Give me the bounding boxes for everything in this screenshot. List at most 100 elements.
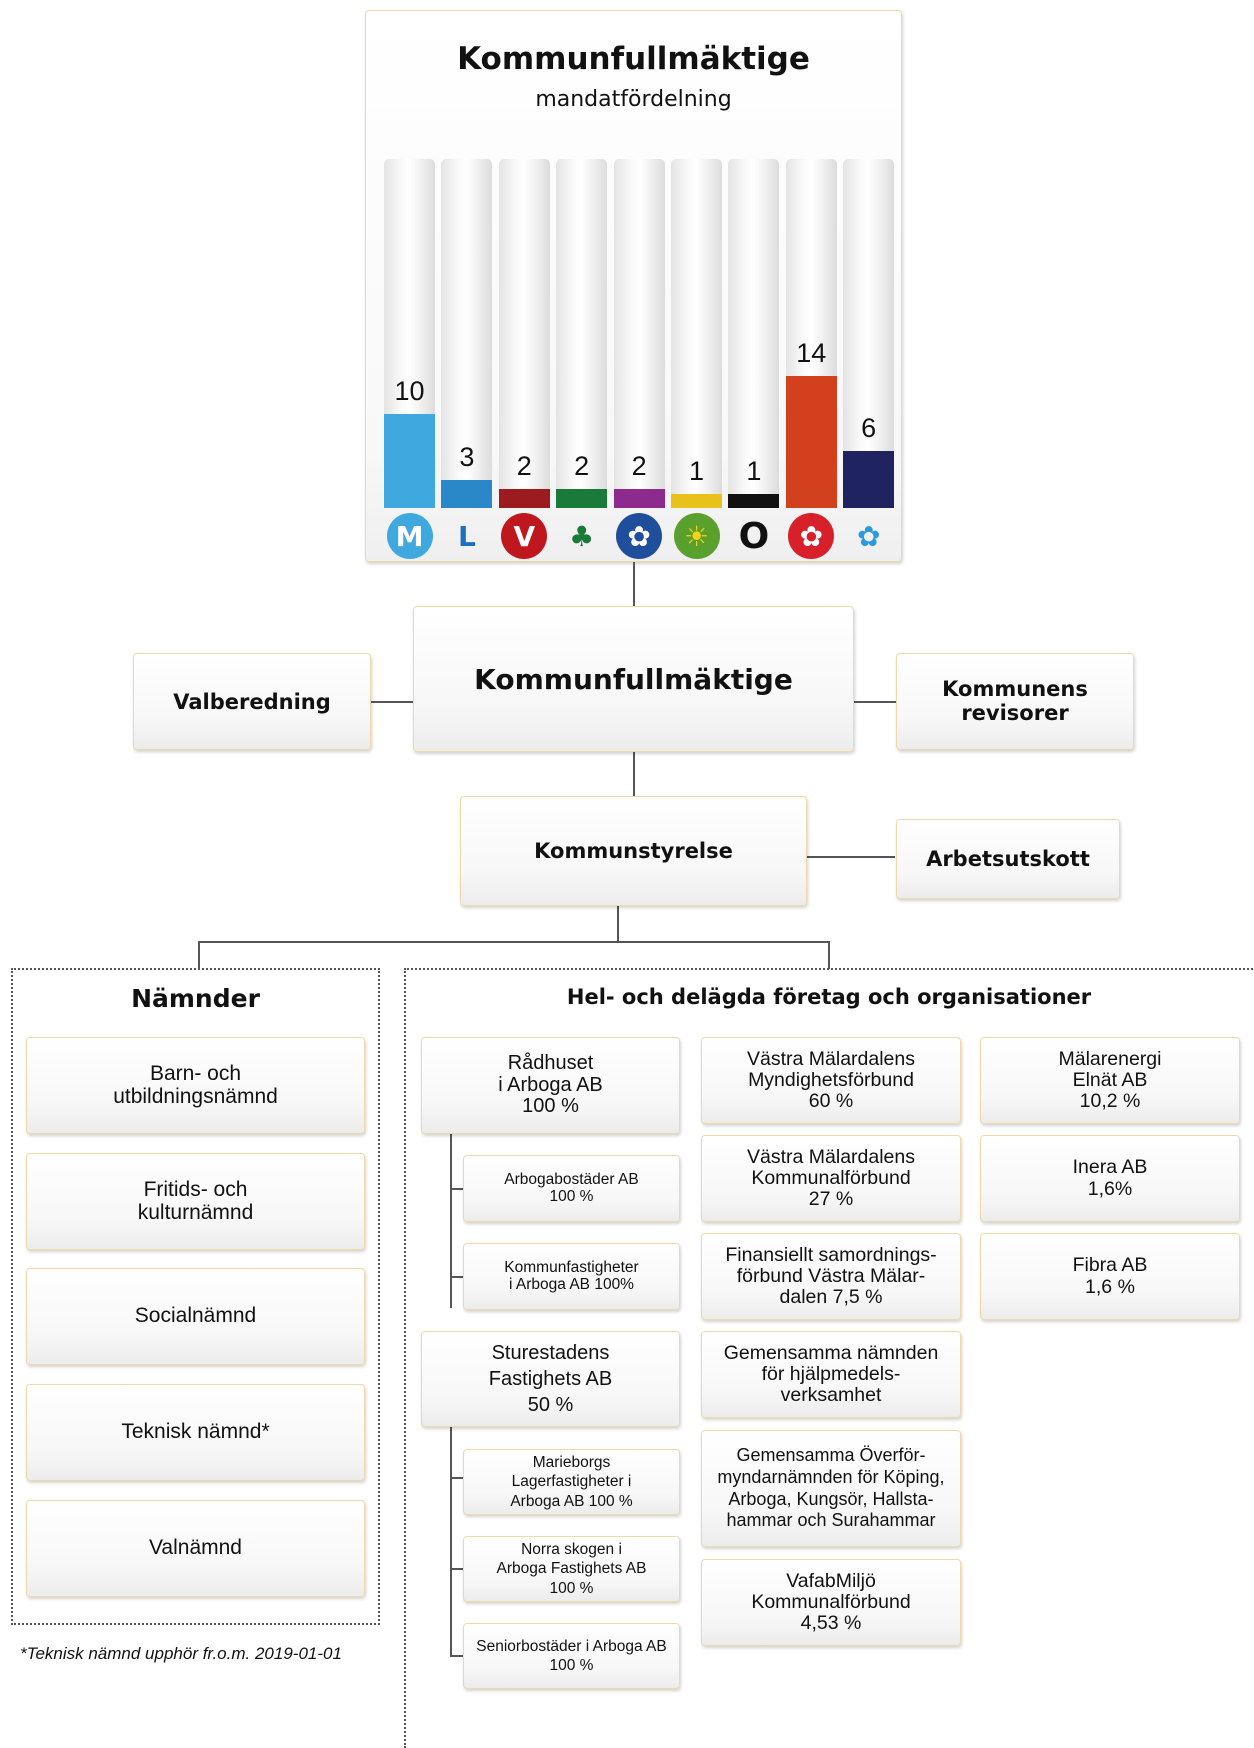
bar-track <box>785 159 837 508</box>
company-label: Gemensamma nämnden för hjälpmedels- verk… <box>723 1341 939 1407</box>
tree-line <box>450 1655 464 1657</box>
org-box[interactable]: Fibra AB 1,6 % <box>980 1233 1240 1320</box>
company-label: Gemensamma Överför- myndarnämnden för Kö… <box>717 1445 945 1531</box>
org-box[interactable]: Gemensamma nämnden för hjälpmedels- verk… <box>701 1331 961 1418</box>
bar <box>728 494 780 508</box>
connector-line <box>371 701 413 703</box>
revisorer-box[interactable]: Kommunens revisorer <box>896 653 1134 750</box>
namnd-label: Fritids- och kulturnämnd <box>137 1177 254 1224</box>
vansterpartiet-icon: V <box>501 513 548 559</box>
miljopartiet-icon: ☀ <box>673 513 720 559</box>
namnd-item[interactable]: Barn- och utbildningsnämnd <box>26 1037 365 1134</box>
connector-line <box>633 752 635 796</box>
bar-value-label: 2 <box>516 451 532 482</box>
tree-line <box>450 1134 452 1308</box>
bar <box>441 479 493 508</box>
bar-value-label: 2 <box>631 451 647 482</box>
marieborgs-box[interactable]: Marieborgs Lagerfastigheter i Arboga AB … <box>463 1449 680 1515</box>
sverigedemokraterna-icon: ✿ <box>856 519 881 553</box>
org-box[interactable]: Inera AB 1,6% <box>980 1135 1240 1222</box>
bar-value-label: 10 <box>394 375 425 406</box>
kommunstyrelse-label: Kommunstyrelse <box>534 839 733 863</box>
org-box[interactable]: Finansiellt samordnings- förbund Västra … <box>701 1233 961 1320</box>
tree-line <box>450 1477 464 1479</box>
connector-line <box>853 701 897 703</box>
radhuset-box[interactable]: Rådhuset i Arboga AB 100 % <box>421 1037 680 1134</box>
sturestadens-box[interactable]: Sturestadens Fastighets AB 50 % <box>421 1331 680 1427</box>
bar-value-label: 1 <box>746 456 762 486</box>
foretag-group <box>404 968 1254 1748</box>
norra-skogen-box[interactable]: Norra skogen i Arboga Fastighets AB 100 … <box>463 1536 680 1602</box>
company-label: Mälarenergi Elnät AB 10,2 % <box>1058 1047 1162 1113</box>
bar <box>613 489 665 508</box>
company-label: Sturestadens Fastighets AB 50 % <box>488 1342 613 1416</box>
chart-subtitle: mandatfördelning <box>535 87 732 112</box>
tree-line <box>450 1427 452 1657</box>
bar <box>384 413 435 508</box>
bar-track <box>671 159 722 508</box>
org-box[interactable]: Mälarenergi Elnät AB 10,2 % <box>980 1037 1240 1124</box>
namnd-item[interactable]: Socialnämnd <box>26 1268 365 1365</box>
kommunfastigheter-box[interactable]: Kommunfastigheter i Arboga AB 100% <box>463 1243 680 1310</box>
company-label: Västra Mälardalens Myndighetsförbund 60 … <box>747 1047 915 1113</box>
bar-track <box>728 159 780 508</box>
namnd-item[interactable]: Fritids- och kulturnämnd <box>26 1153 365 1250</box>
connector-line <box>617 905 619 941</box>
bar <box>843 451 895 508</box>
liberalerna-icon: L <box>457 519 476 553</box>
foretag-heading: Hel- och delägda företag och organisatio… <box>566 985 1092 1009</box>
kommunfullmaktige-box[interactable]: Kommunfullmäktige <box>413 606 854 752</box>
valberedning-box[interactable]: Valberedning <box>133 653 371 750</box>
kommunfullmaktige-label: Kommunfullmäktige <box>474 662 793 696</box>
arbetsutskott-label: Arbetsutskott <box>926 847 1090 871</box>
org-box[interactable]: Västra Mälardalens Myndighetsförbund 60 … <box>701 1037 961 1124</box>
namnd-label: Socialnämnd <box>134 1304 257 1328</box>
bar-track <box>556 159 608 508</box>
revisorer-label: Kommunens revisorer <box>942 677 1088 725</box>
socialdemokraterna-icon: ✿ <box>788 513 835 559</box>
arbogapartiet-icon: O <box>738 515 770 557</box>
org-box[interactable]: Gemensamma Överför- myndarnämnden för Kö… <box>701 1430 961 1547</box>
bar-value-label: 2 <box>574 451 590 482</box>
company-label: Västra Mälardalens Kommunalförbund 27 % <box>747 1145 915 1211</box>
connector-line <box>828 941 830 969</box>
bar-value-label: 14 <box>796 337 827 368</box>
namnder-heading: Nämnder <box>131 984 260 1013</box>
connector-line <box>633 562 635 607</box>
bar <box>671 494 722 508</box>
bar-track <box>441 159 493 508</box>
centerpartiet-icon: ♣ <box>569 519 595 553</box>
company-label: Inera AB 1,6% <box>1072 1156 1148 1200</box>
connector-line <box>198 941 200 969</box>
namnd-label: Teknisk nämnd* <box>121 1420 270 1444</box>
seniorbostader-box[interactable]: Seniorbostäder i Arboga AB 100 % <box>463 1623 680 1689</box>
namnd-label: Barn- och utbildningsnämnd <box>113 1061 278 1108</box>
valberedning-label: Valberedning <box>173 689 331 714</box>
namnd-label: Valnämnd <box>148 1536 242 1560</box>
bar <box>556 489 608 508</box>
kommunstyrelse-box[interactable]: Kommunstyrelse <box>460 796 807 906</box>
arbetsutskott-box[interactable]: Arbetsutskott <box>896 819 1120 899</box>
namnd-item[interactable]: Valnämnd <box>26 1500 365 1597</box>
company-label: Kommunfastigheter i Arboga AB 100% <box>504 1258 639 1293</box>
tree-line <box>450 1276 464 1278</box>
company-label: Fibra AB 1,6 % <box>1072 1254 1148 1298</box>
chart-title: Kommunfullmäktige <box>457 41 810 77</box>
company-label: VafabMiljö Kommunalförbund 4,53 % <box>751 1569 911 1635</box>
connector-line <box>198 941 829 943</box>
company-label: Norra skogen i Arboga Fastighets AB 100 … <box>496 1540 647 1597</box>
bar-track <box>498 159 550 508</box>
arbogabostader-box[interactable]: Arbogabostäder AB 100 % <box>463 1155 680 1222</box>
moderaterna-icon: M <box>386 513 433 559</box>
bar-track <box>613 159 665 508</box>
bar <box>498 489 550 508</box>
bar <box>785 375 837 508</box>
bar-track <box>843 159 895 508</box>
org-box[interactable]: Västra Mälardalens Kommunalförbund 27 % <box>701 1135 961 1222</box>
connector-line <box>806 856 895 858</box>
bar-value-label: 3 <box>459 441 475 472</box>
org-box[interactable]: VafabMiljö Kommunalförbund 4,53 % <box>701 1559 961 1646</box>
bar-value-label: 6 <box>861 413 877 444</box>
namnd-item[interactable]: Teknisk nämnd* <box>26 1384 365 1481</box>
